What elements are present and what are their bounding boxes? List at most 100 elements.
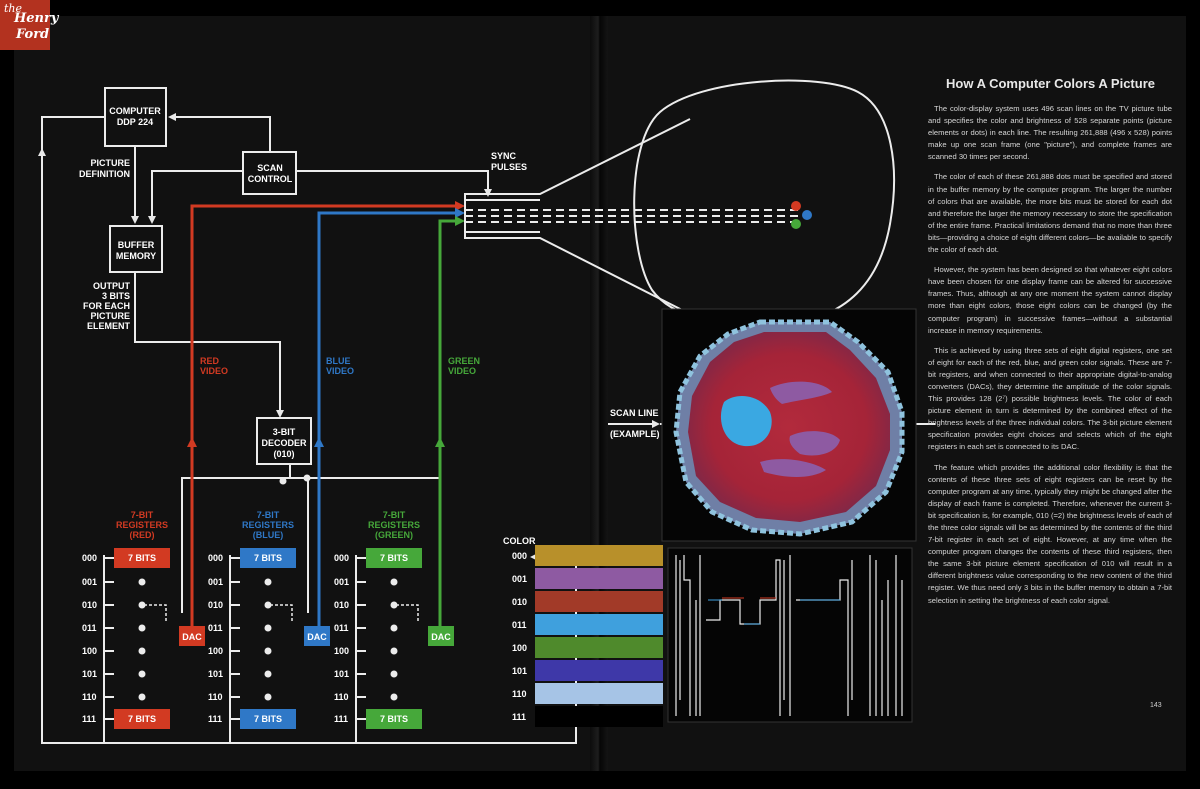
register-box-label: 7 BITS	[380, 553, 408, 563]
register-box	[366, 709, 422, 729]
computer-block: COMPUTER DDP 224	[104, 87, 167, 147]
bit-code-label: 000	[208, 553, 223, 563]
example-picture	[661, 308, 917, 542]
register-box-label: 7 BITS	[128, 553, 156, 563]
register-set-label: 7-BIT	[131, 510, 154, 520]
waveform-panel	[667, 547, 913, 723]
register-set-label: 7-BIT	[257, 510, 280, 520]
bit-code-label: 101	[208, 669, 223, 679]
bit-code-label: 000	[334, 553, 349, 563]
decoder-block: 3-BIT DECODER (010)	[256, 417, 312, 485]
bit-code-label: 111	[82, 714, 96, 724]
output-bits-label: OUTPUT 3 BITS FOR EACH PICTURE ELEMENT	[83, 281, 131, 331]
register-box	[240, 709, 296, 729]
color-code-label: 001	[512, 574, 527, 584]
dac-box	[179, 626, 205, 646]
green-video-label: VIDEO	[448, 366, 476, 376]
register-box-label: 7 BITS	[380, 714, 408, 724]
article-paragraph: The feature which provides the additiona…	[928, 462, 1172, 605]
sync-pulses-label: SYNC	[491, 151, 517, 161]
dac-box	[304, 626, 330, 646]
buffer-memory-label: BUFFER	[118, 240, 155, 250]
register-dot	[264, 693, 272, 701]
picture-definition-label: PICTURE	[90, 158, 130, 168]
color-swatch	[535, 591, 663, 612]
register-dot	[264, 601, 272, 609]
selected-register-path	[144, 604, 167, 623]
bit-code-label: 011	[208, 623, 223, 633]
bit-code-label: 110	[208, 692, 223, 702]
color-swatch	[535, 614, 663, 635]
bit-code-label: 001	[334, 577, 349, 587]
register-box	[240, 548, 296, 568]
bit-code-label: 100	[82, 646, 97, 656]
article-title: How A Computer Colors A Picture	[946, 76, 1155, 91]
register-box	[114, 548, 170, 568]
register-box	[366, 548, 422, 568]
bit-code-label: 111	[208, 714, 222, 724]
register-box-label: 7 BITS	[254, 714, 282, 724]
computer-model: DDP 224	[117, 117, 153, 127]
scan-line-label: SCAN LINE	[610, 408, 659, 418]
register-box	[114, 709, 170, 729]
bit-code-label: 100	[334, 646, 349, 656]
scan-control-block: SCAN CONTROL	[242, 151, 297, 195]
henry-ford-logo: the Henry Ford	[0, 0, 58, 50]
register-box-label: 7 BITS	[128, 714, 156, 724]
register-dot	[264, 647, 272, 655]
register-dot	[138, 693, 146, 701]
register-set-label: (BLUE)	[253, 530, 284, 540]
color-code-label: 111	[512, 712, 526, 722]
selected-register-path	[396, 604, 419, 623]
buffer-memory-block: BUFFER MEMORY	[109, 225, 163, 273]
register-dot	[138, 624, 146, 632]
bit-code-label: 110	[334, 692, 349, 702]
decoder-label: (010)	[273, 449, 294, 459]
green-video-label: GREEN	[448, 356, 480, 366]
color-code-label: 011	[512, 620, 527, 630]
color-swatch	[535, 568, 663, 589]
dac-label: DAC	[307, 632, 327, 642]
bit-code-label: 101	[334, 669, 349, 679]
register-box-label: 7 BITS	[254, 553, 282, 563]
register-set-label: (GREEN)	[375, 530, 413, 540]
green-dot-icon	[791, 219, 801, 229]
color-code-label: 000	[512, 551, 527, 561]
computer-label: COMPUTER	[109, 106, 161, 116]
red-video-label: RED	[200, 356, 220, 366]
dac-label: DAC	[431, 632, 451, 642]
register-dot	[138, 670, 146, 678]
register-dot	[390, 624, 398, 632]
color-video-lines	[187, 201, 465, 630]
blue-dot-icon	[802, 210, 812, 220]
color-swatch	[535, 706, 663, 727]
color-code-label: 110	[512, 689, 527, 699]
red-dot-icon	[791, 201, 801, 211]
scan-control-label: SCAN	[257, 163, 283, 173]
article-paragraph: The color-display system uses 496 scan l…	[928, 104, 1172, 162]
buffer-memory-label: MEMORY	[116, 251, 156, 261]
output-label-line: OUTPUT	[93, 281, 131, 291]
register-set-label: REGISTERS	[242, 520, 294, 530]
output-label-line: FOR EACH	[83, 301, 130, 311]
bit-code-label: 100	[208, 646, 223, 656]
register-dot	[264, 624, 272, 632]
article-paragraph: The color of each of these 261,888 dots …	[928, 172, 1172, 255]
bit-code-label: 011	[82, 623, 97, 633]
register-dot	[390, 601, 398, 609]
blue-video-label: BLUE	[326, 356, 351, 366]
logo-text: Henry	[14, 11, 59, 26]
output-label-line: ELEMENT	[87, 321, 131, 331]
decoder-label: DECODER	[261, 438, 307, 448]
picture-definition-label: DEFINITION	[79, 169, 130, 179]
dac-box	[428, 626, 454, 646]
color-code-label: 010	[512, 597, 527, 607]
bit-code-label: 010	[82, 600, 97, 610]
red-video-label: VIDEO	[200, 366, 228, 376]
register-dot	[390, 670, 398, 678]
